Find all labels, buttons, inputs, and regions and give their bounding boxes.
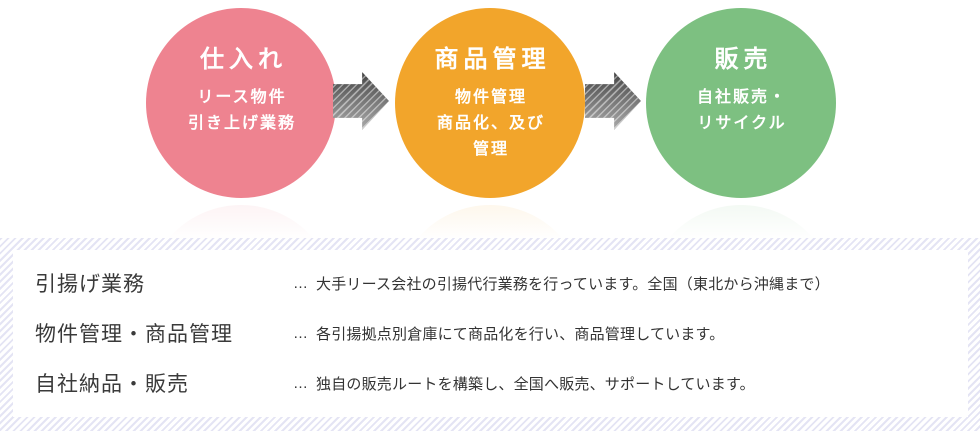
detail-striped-band: 引揚げ業務 … 大手リース会社の引揚代行業務を行っています。全国（東北から沖縄ま… — [0, 238, 980, 431]
flow-step-subtitle: リース物件 引き上げ業務 — [146, 85, 336, 137]
detail-row-pickup: 引揚げ業務 … 大手リース会社の引揚代行業務を行っています。全国（東北から沖縄ま… — [35, 258, 968, 308]
ellipsis-leader: … — [293, 374, 308, 392]
detail-row-sales: 自社納品・販売 … 独自の販売ルートを構築し、全国へ販売、サポートしています。 — [35, 358, 968, 408]
flow-step-product-management: 商品管理 物件管理 商品化、及び 管理 — [395, 8, 585, 198]
detail-panel: 引揚げ業務 … 大手リース会社の引揚代行業務を行っています。全国（東北から沖縄ま… — [13, 250, 968, 417]
flow-step-sales: 販売 自社販売・ リサイクル — [646, 8, 836, 198]
flow-step-subtitle: 自社販売・ リサイクル — [646, 85, 836, 137]
detail-description: 独自の販売ルートを構築し、全国へ販売、サポートしています。 — [316, 375, 755, 393]
circle-reflection — [646, 205, 836, 239]
ellipsis-leader: … — [293, 274, 308, 292]
flow-step-subtitle: 物件管理 商品化、及び 管理 — [395, 85, 585, 163]
detail-label: 物件管理・商品管理 — [35, 322, 233, 346]
circle-reflection — [146, 205, 336, 239]
flow-arrow-icon — [585, 72, 641, 130]
detail-description: 大手リース会社の引揚代行業務を行っています。全国（東北から沖縄まで） — [316, 275, 830, 293]
flow-step-title: 販売 — [714, 46, 773, 73]
flow-step-subtitle-line: 管理 — [472, 141, 509, 158]
detail-label: 自社納品・販売 — [35, 372, 189, 396]
detail-label: 引揚げ業務 — [35, 272, 145, 296]
flow-step-purchase: 仕入れ リース物件 引き上げ業務 — [146, 8, 336, 198]
circle-reflection — [395, 205, 585, 239]
detail-row-management: 物件管理・商品管理 … 各引揚拠点別倉庫にて商品化を行い、商品管理しています。 — [35, 308, 968, 358]
ellipsis-leader: … — [293, 324, 308, 342]
flow-step-subtitle-line: 商品化、及び — [436, 115, 545, 132]
flow-step-subtitle-line: リサイクル — [697, 115, 787, 132]
flow-step-title: 商品管理 — [434, 46, 551, 73]
flow-arrow-icon — [333, 72, 389, 130]
flow-step-title: 仕入れ — [200, 46, 287, 73]
detail-description: 各引揚拠点別倉庫にて商品化を行い、商品管理しています。 — [316, 325, 725, 343]
flow-step-subtitle-line: 物件管理 — [454, 89, 527, 106]
flow-step-subtitle-line: 引き上げ業務 — [187, 115, 296, 132]
flow-step-subtitle-line: リース物件 — [197, 89, 287, 106]
flow-step-subtitle-line: 自社販売・ — [696, 89, 787, 106]
